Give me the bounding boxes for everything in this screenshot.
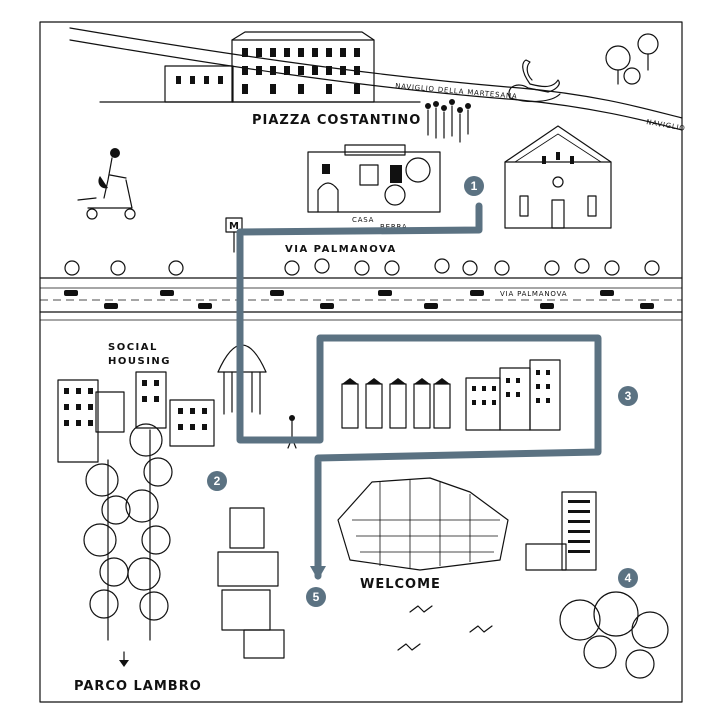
svg-text:4: 4 <box>625 571 632 585</box>
casa-berra-building <box>307 144 441 213</box>
via-palmanova-small-label: VIA PALMANOVA <box>500 290 567 298</box>
berra-label: BERRA <box>380 223 407 231</box>
via-palmanova-road <box>39 258 683 321</box>
social-housing-buildings <box>57 371 215 463</box>
svg-text:1: 1 <box>471 179 478 193</box>
tree-avenue <box>83 423 173 641</box>
church-building <box>504 125 612 229</box>
stop-marker-5[interactable]: 5 <box>306 587 326 607</box>
route-arrowhead <box>310 566 326 580</box>
metro-sign-icon: M <box>225 217 243 253</box>
apartment-blocks <box>465 359 561 431</box>
scooter-rider-icon <box>77 148 136 220</box>
crowd-people <box>425 99 471 143</box>
stop-marker-1[interactable]: 1 <box>464 176 484 196</box>
tour-route <box>236 202 602 580</box>
tree-cluster-top-right <box>605 33 659 85</box>
stacked-houses <box>217 507 285 659</box>
social-housing-label-2: HOUSING <box>108 356 171 367</box>
welcome-label: WELCOME <box>360 577 441 592</box>
social-housing-label-1: SOCIAL <box>108 342 158 353</box>
via-palmanova-label: VIA PALMANOVA <box>285 244 397 255</box>
row-houses <box>341 378 451 429</box>
palazzo-building <box>99 31 421 103</box>
swan-icon <box>508 59 561 103</box>
piazza-costantino-label: PIAZZA COSTANTINO <box>252 113 421 128</box>
naviglio-short-label: NAVIGLIO <box>646 118 687 133</box>
stop-marker-4[interactable]: 4 <box>618 568 638 588</box>
map-frame <box>39 21 683 703</box>
naviglio-canal <box>69 27 683 131</box>
svg-text:3: 3 <box>625 389 632 403</box>
stop-marker-3[interactable]: 3 <box>618 386 638 406</box>
arrow-down-icon <box>119 651 129 667</box>
stop-marker-2[interactable]: 2 <box>207 471 227 491</box>
metro-sign-label: M <box>229 221 239 232</box>
birds-icon <box>397 605 493 651</box>
casa-label: CASA <box>352 216 374 224</box>
tower-building <box>525 491 597 571</box>
welcome-complex <box>337 477 509 571</box>
parco-lambro-label: PARCO LAMBRO <box>74 679 202 694</box>
svg-text:5: 5 <box>313 590 320 604</box>
tree-cluster-bottom-right <box>559 591 669 679</box>
naviglio-label: NAVIGLIO DELLA MARTESANA <box>395 82 518 101</box>
svg-text:2: 2 <box>214 474 221 488</box>
